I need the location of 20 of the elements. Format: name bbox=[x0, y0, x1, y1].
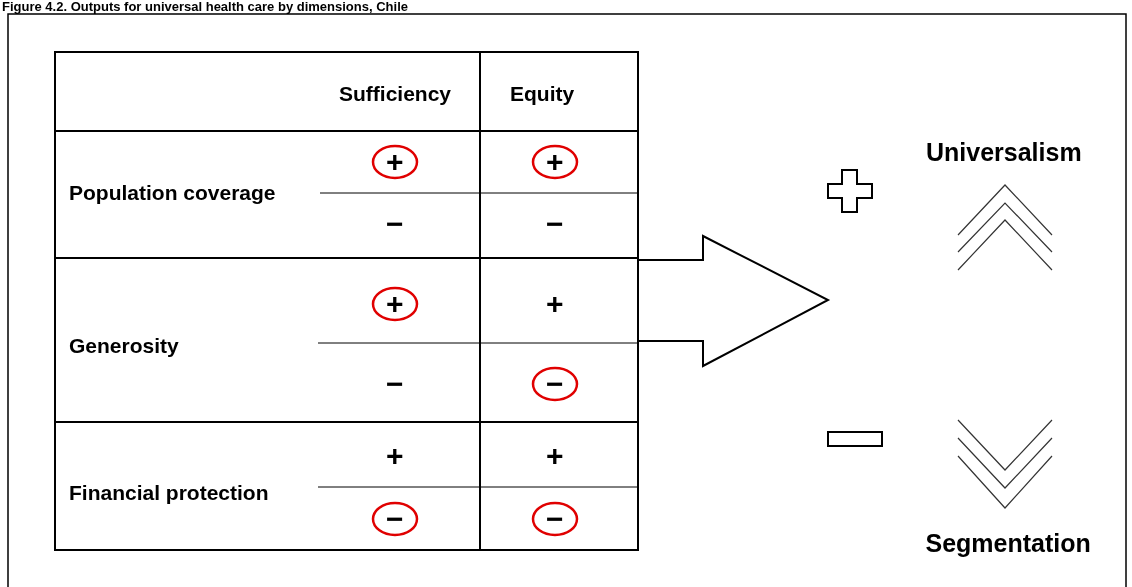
sign-mark: − bbox=[386, 369, 404, 399]
sign-mark: − bbox=[546, 209, 564, 239]
sign-mark: − bbox=[386, 209, 404, 239]
row-label: Generosity bbox=[69, 334, 179, 356]
sign-mark: + bbox=[386, 147, 404, 177]
figure-title: Figure 4.2. Outputs for universal health care by dimensions, Chile bbox=[2, 0, 408, 13]
sign-mark: − bbox=[546, 369, 564, 399]
sign-mark: − bbox=[546, 504, 564, 534]
scale-label: Segmentation bbox=[925, 530, 1091, 556]
sign-mark: + bbox=[386, 289, 404, 319]
row-label: Population coverage bbox=[69, 181, 276, 203]
sign-mark: + bbox=[386, 441, 404, 471]
sign-mark: + bbox=[546, 147, 564, 177]
column-header: Equity bbox=[510, 82, 575, 104]
scale-label: Universalism bbox=[926, 139, 1082, 165]
sign-mark: + bbox=[546, 441, 564, 471]
column-header: Sufficiency bbox=[339, 82, 452, 104]
sign-mark: − bbox=[386, 504, 404, 534]
row-label: Financial protection bbox=[69, 481, 269, 503]
sign-mark: + bbox=[546, 289, 564, 319]
